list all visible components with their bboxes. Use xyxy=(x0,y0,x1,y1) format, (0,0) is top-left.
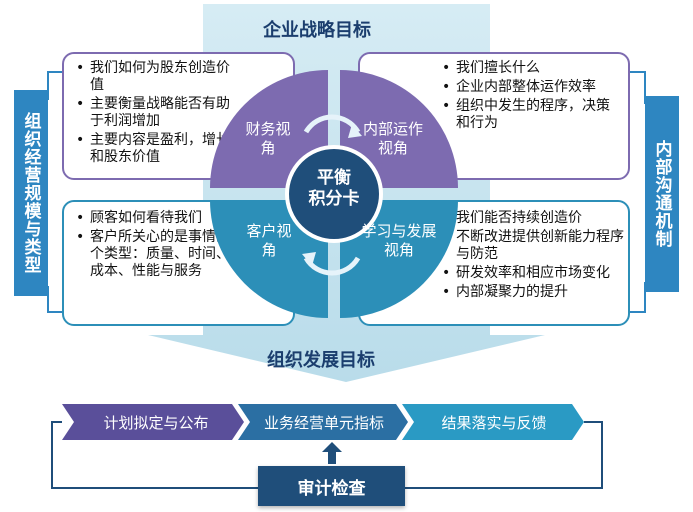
right-side-bar: 内部沟通机制 xyxy=(645,96,679,292)
left-side-bar: 组织经营规模与类型 xyxy=(14,90,48,296)
process-step-3 xyxy=(402,404,584,440)
process-step-1-label: 计划拟定与公布 xyxy=(103,413,209,432)
finance-quadrant xyxy=(210,70,328,188)
customer-quadrant xyxy=(210,200,328,318)
list-item: 我们如何为股东创造价值 xyxy=(74,60,234,94)
center-label: 平衡 积分卡 xyxy=(294,168,374,210)
center-circle xyxy=(285,145,383,243)
audit-up-arrow xyxy=(322,442,342,464)
center-label-line-1: 平衡 xyxy=(317,168,351,188)
organization-development-title: 组织发展目标 xyxy=(267,350,375,371)
audit-box: 审计检查 xyxy=(258,466,405,506)
list-item: 主要内容是盈利，增长和股东价值 xyxy=(74,132,234,166)
list-item: 顾客如何看待我们 xyxy=(74,210,234,227)
audit-label: 审计检查 xyxy=(297,478,366,499)
list-item: 内部凝聚力的提升 xyxy=(440,284,625,301)
list-item: 主要衡量战略能否有助于利润增加 xyxy=(74,96,234,130)
process-step-3-label: 结果落实与反馈 xyxy=(441,413,547,432)
process-step-1 xyxy=(62,404,244,440)
learning-quadrant-label: 学习与发展视角 xyxy=(361,222,437,259)
list-item: 客户所关心的是事情四个类型：质量、时间、成本、性能与服务 xyxy=(74,229,234,280)
list-item: 研发效率和相应市场变化 xyxy=(440,265,625,282)
customer-quadrant-label: 客户视角 xyxy=(246,222,292,259)
left-side-bar-label: 组织经营规模与类型 xyxy=(20,112,41,274)
list-item: 企业内部整体运作效率 xyxy=(440,79,620,96)
center-label-line-2: 积分卡 xyxy=(308,189,360,209)
list-item: 我们擅长什么 xyxy=(440,60,620,77)
enterprise-strategy-title: 企业战略目标 xyxy=(263,20,371,41)
right-side-bar-label: 内部沟通机制 xyxy=(651,140,672,248)
process-step-2-label: 业务经营单元指标 xyxy=(263,413,384,432)
internal-quadrant-label: 内部运作视角 xyxy=(362,120,423,157)
list-item: 组织中发生的程序，决策和行为 xyxy=(440,98,620,132)
process-step-2 xyxy=(238,404,408,440)
finance-quadrant-label: 财务视角 xyxy=(245,120,291,157)
internal-quadrant xyxy=(340,70,458,188)
learning-quadrant xyxy=(340,200,458,318)
